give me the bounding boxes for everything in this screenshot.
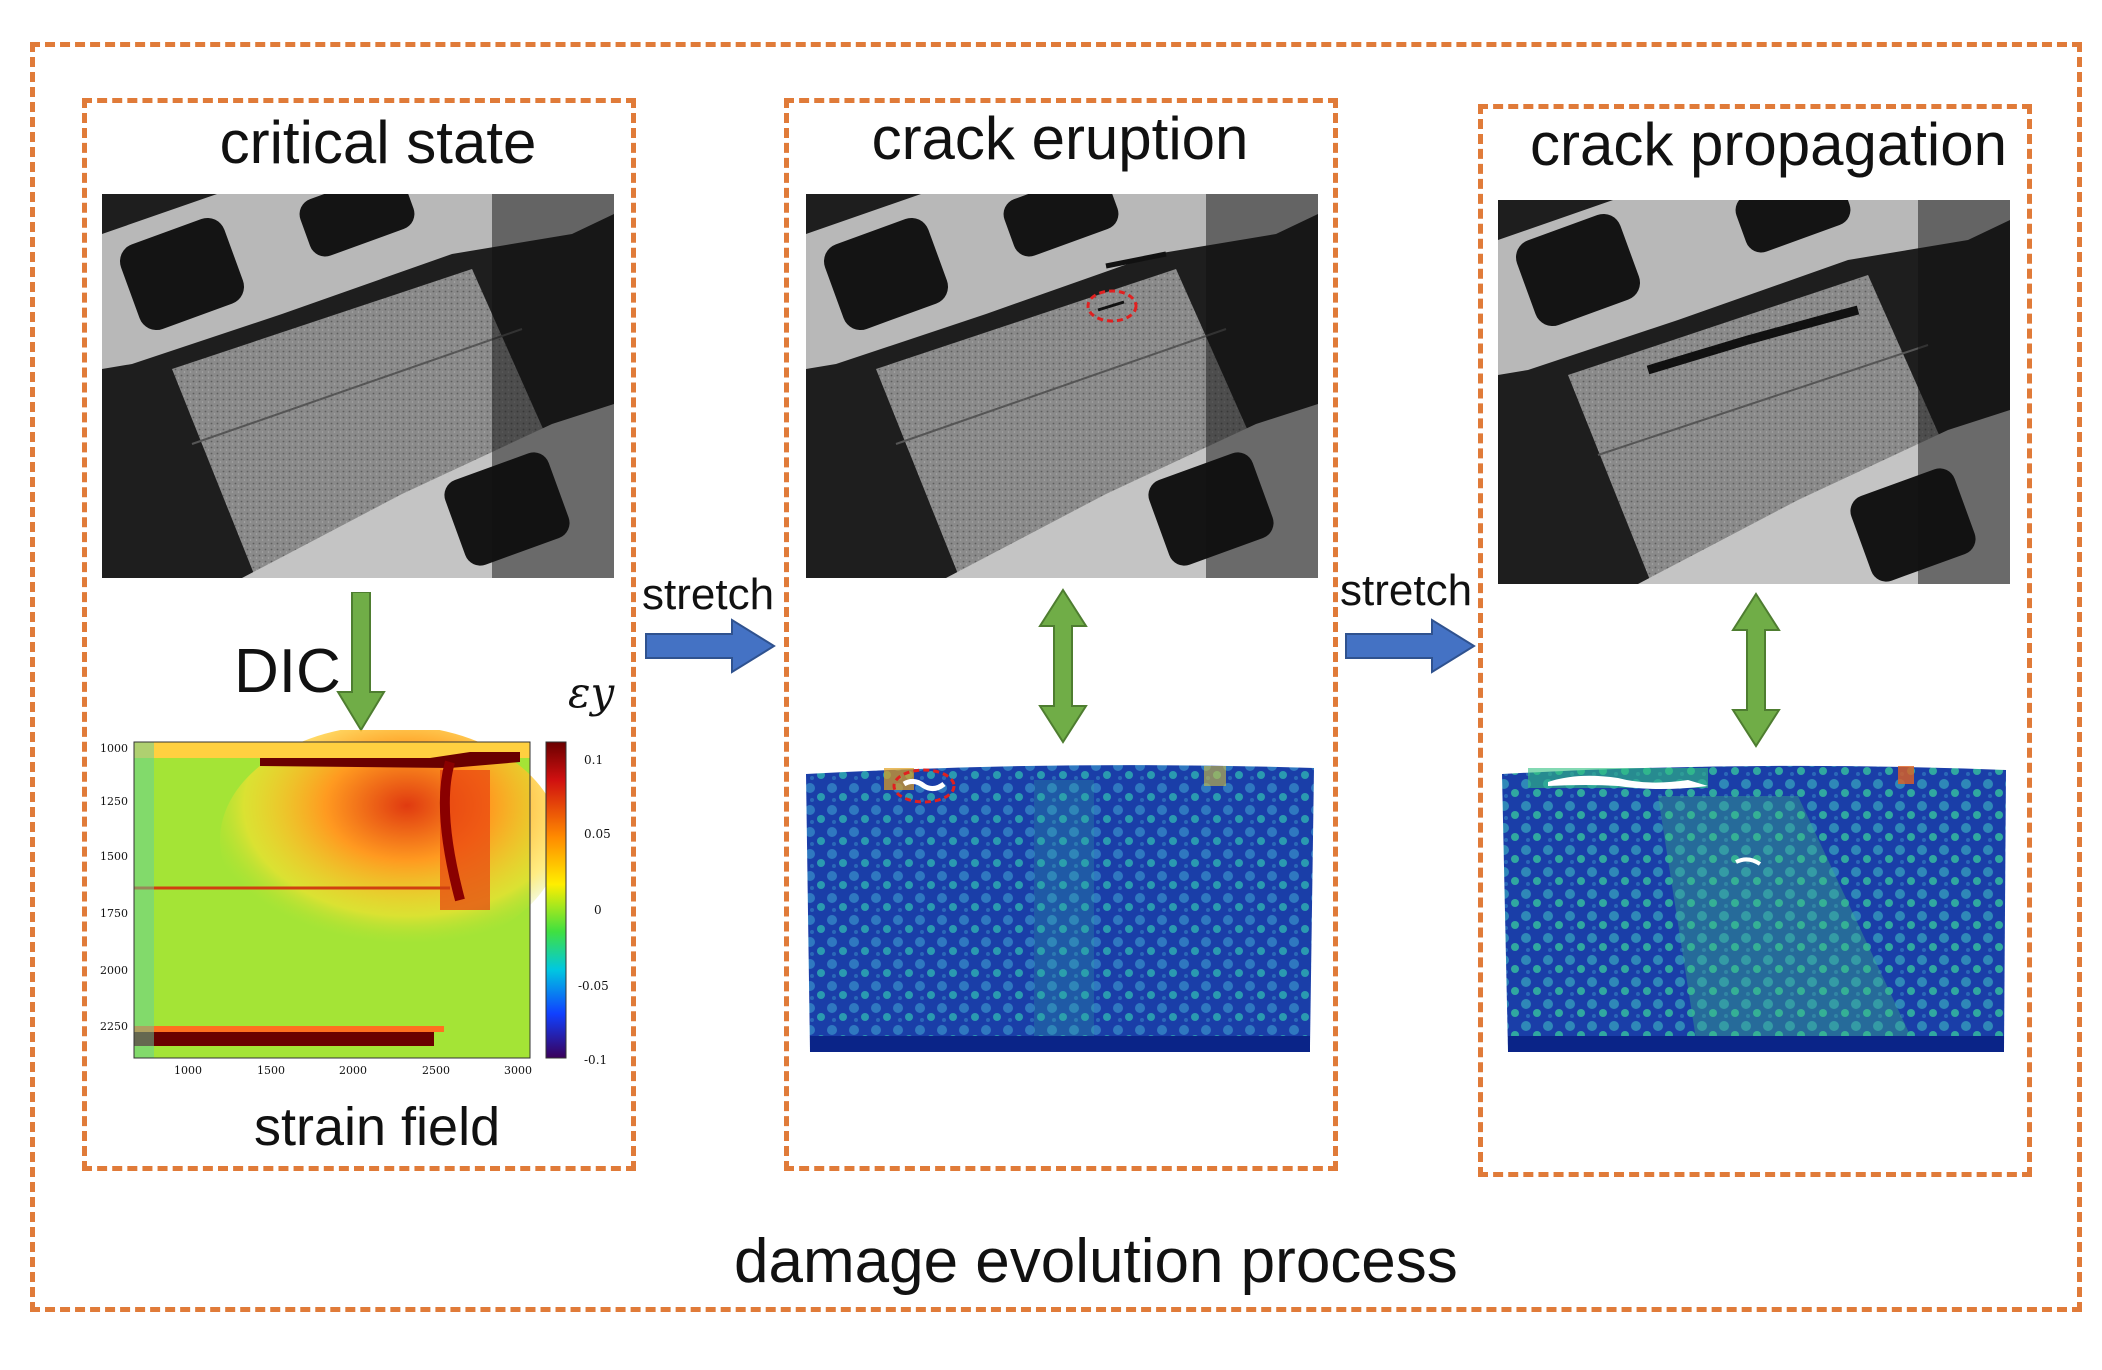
x-tick-label: 2000 — [339, 1064, 367, 1077]
outer-process-frame — [30, 42, 2082, 1312]
panel-crack-propagation — [1478, 104, 2032, 1177]
stretch-label-1: stretch — [642, 570, 775, 619]
colorbar — [545, 741, 567, 1059]
y-tick-label: 1750 — [100, 907, 128, 920]
y-tick-label: 2250 — [100, 1020, 128, 1033]
fem-model-crack-propagation — [1502, 765, 2006, 1052]
panel-title-critical-state: critical state — [219, 109, 537, 176]
x-tick-label: 1500 — [257, 1064, 285, 1077]
specimen-photo-critical-state — [102, 194, 614, 578]
stretch-label-2: stretch — [1340, 566, 1473, 615]
x-tick-label: 1000 — [174, 1064, 202, 1077]
correspondence-arrow-propagation — [1731, 592, 1781, 748]
dic-down-arrow — [336, 592, 386, 732]
panel-title-crack-propagation: crack propagation — [1530, 111, 2007, 178]
colorbar-tick-label: -0.1 — [584, 1053, 607, 1067]
colorbar-tick-label: 0.1 — [584, 753, 603, 767]
y-tick-label: 2000 — [100, 964, 128, 977]
y-tick-label: 1250 — [100, 795, 128, 808]
epsilon-y-symbol: εy — [568, 668, 615, 717]
y-tick-label: 1500 — [100, 850, 128, 863]
x-tick-labels: 1000 1500 2000 2500 3000 — [174, 1064, 532, 1077]
strain-field-caption: strain field — [254, 1097, 501, 1157]
colorbar-tick-label: 0.05 — [584, 827, 611, 841]
panel-critical-state — [82, 98, 636, 1171]
correspondence-arrow-eruption — [1038, 588, 1088, 744]
y-tick-label: 1000 — [100, 742, 128, 755]
x-tick-label: 3000 — [504, 1064, 532, 1077]
strain-field-plot: 1000 1250 1500 1750 2000 2250 1000 1500 … — [100, 725, 630, 1090]
colorbar-tick-labels: 0.1 0.05 0 -0.05 -0.1 — [578, 753, 611, 1067]
stretch-arrow-1 — [645, 618, 776, 674]
specimen-photo-crack-eruption — [806, 194, 1318, 578]
panel-crack-eruption — [784, 98, 1338, 1171]
x-tick-label: 2500 — [422, 1064, 450, 1077]
colorbar-tick-label: -0.05 — [578, 979, 609, 993]
panel-title-crack-eruption: crack eruption — [871, 105, 1249, 172]
fem-model-crack-eruption — [806, 765, 1314, 1052]
dic-label: DIC — [234, 637, 341, 706]
y-tick-labels: 1000 1250 1500 1750 2000 2250 — [100, 742, 128, 1033]
specimen-photo-crack-propagation — [1498, 200, 2010, 584]
footer-caption: damage evolution process — [734, 1227, 1458, 1296]
stretch-arrow-2 — [1345, 618, 1476, 674]
colorbar-tick-label: 0 — [594, 903, 602, 917]
crack-marker-fem — [892, 768, 956, 804]
crack-marker-photo — [1086, 289, 1138, 323]
